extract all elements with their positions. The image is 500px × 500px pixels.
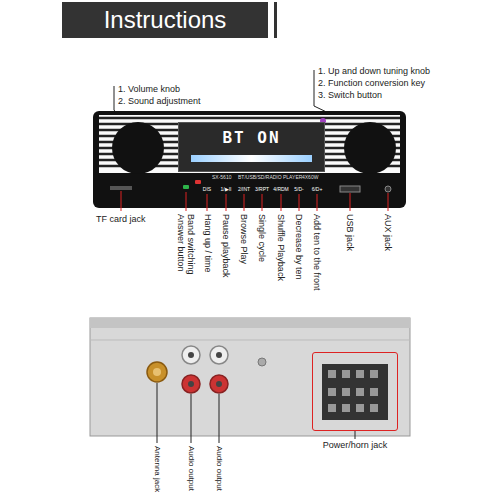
button-label: BT/USB/SD/RADIO PLAYER — [238, 174, 302, 180]
part-label: Antenna jack — [153, 446, 162, 492]
part-label: 2. Sound adjustment — [118, 96, 201, 106]
title-banner: Instructions — [62, 2, 268, 38]
button-label: SX-5610 — [212, 174, 231, 180]
part-label: TF card jack — [96, 214, 146, 224]
radio-front — [93, 111, 406, 208]
part-label: Answer button — [176, 214, 186, 272]
part-label: Shuffle Playback — [276, 214, 286, 281]
title-text: Instructions — [62, 2, 268, 38]
title-divider — [274, 2, 277, 38]
display-text: BT ON — [179, 128, 324, 148]
part-label: Pause playback — [221, 214, 231, 278]
button-label: 5/D- — [294, 186, 303, 192]
connector-box: Power/horn jack — [312, 352, 398, 431]
part-label: Add ten to the front — [312, 214, 322, 291]
button-label: 3/RPT — [255, 186, 269, 192]
part-label: Single cycle — [257, 214, 267, 262]
part-label: Audio output — [215, 446, 224, 491]
part-label: Power/horn jack — [323, 440, 388, 451]
display-bar — [191, 155, 312, 162]
button-label: 4/RDM — [273, 186, 289, 192]
part-label: Decrease by ten — [294, 214, 304, 280]
part-label: Hang up / time — [203, 214, 213, 273]
button-label: DIS — [203, 186, 211, 192]
leader-lines — [121, 191, 388, 211]
part-label: 1. Up and down tuning knob — [318, 66, 430, 76]
part-label: 3. Switch button — [318, 90, 382, 100]
part-label: Browse Play — [239, 214, 249, 264]
part-label: 2. Function conversion key — [318, 78, 425, 88]
button-label: 6/D+ — [312, 186, 323, 192]
leader-lines — [157, 383, 355, 443]
part-label: AUX jack — [383, 214, 393, 251]
part-label: USB jack — [345, 214, 355, 251]
part-label: Band switching — [186, 214, 196, 275]
radio-back — [90, 318, 410, 436]
part-label: 1. Volume knob — [118, 84, 180, 94]
button-label: 2/INT — [238, 186, 250, 192]
part-label: Audio output — [187, 446, 196, 491]
display-screen: BT ON — [178, 122, 325, 172]
button-label: 4X60W — [302, 174, 318, 180]
button-label: 1/▶II — [221, 186, 232, 192]
